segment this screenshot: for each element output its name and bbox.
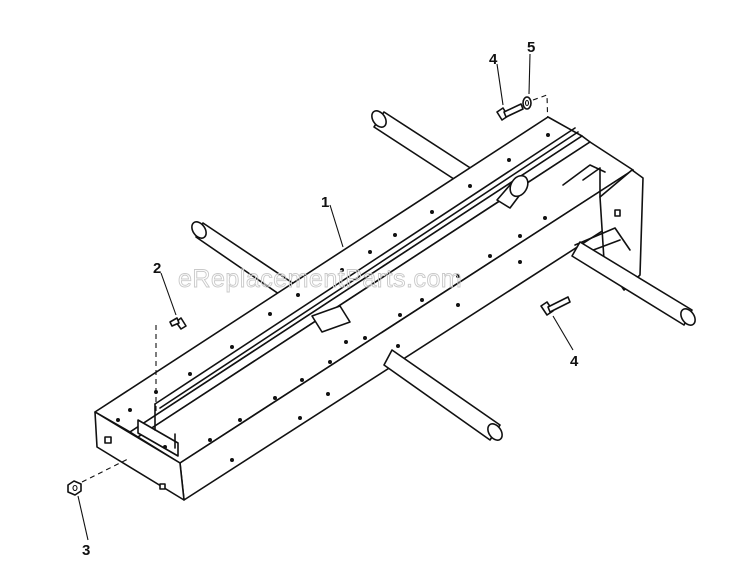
callout-1: 1 [321, 194, 329, 211]
front-lower-axle-rod [383, 349, 503, 441]
hardware-right [540, 296, 574, 351]
hardware-top [496, 53, 550, 171]
hardware-bottom [67, 457, 131, 541]
callout-4-top: 4 [489, 51, 498, 68]
leader-1 [329, 204, 344, 248]
bolt-left-icon [169, 317, 187, 330]
frame-holes [116, 133, 550, 462]
callout-3: 3 [82, 542, 90, 559]
bolt-right-icon [540, 296, 571, 316]
bolt-top-icon [496, 103, 524, 121]
hardware-left [155, 272, 187, 415]
leader-dashed-bottom [81, 457, 131, 483]
callout-5: 5 [527, 39, 535, 56]
nut-icon [67, 480, 82, 496]
leader-4-right [552, 315, 574, 351]
washer-top-icon [522, 96, 532, 110]
callout-2: 2 [153, 260, 161, 277]
leader-5 [528, 53, 531, 95]
watermark-text: eReplacementParts.com [178, 265, 462, 293]
callout-4-right: 4 [570, 353, 579, 370]
leader-3 [77, 495, 89, 541]
leader-2 [160, 272, 177, 316]
main-frame [94, 116, 644, 501]
leader-4-top [496, 63, 504, 106]
front-upper-axle-rod [571, 241, 696, 326]
